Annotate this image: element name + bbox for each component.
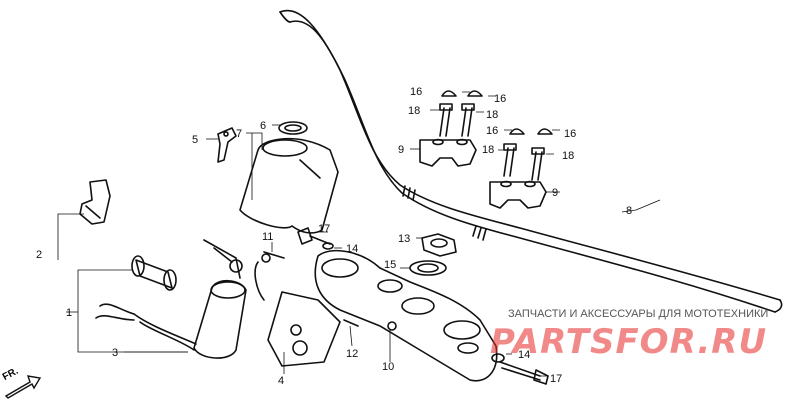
- callout-18b: 18: [486, 109, 498, 121]
- stem-washer: [409, 260, 447, 276]
- callout-3: 3: [112, 347, 118, 359]
- upper-holder-rear: [419, 138, 477, 167]
- ignition-switch: [95, 239, 247, 359]
- callout-1: 1: [66, 307, 72, 319]
- callout-15: 15: [384, 259, 396, 271]
- callout-18d: 18: [562, 150, 574, 162]
- leader-lines: [57, 91, 661, 377]
- stem-nut: [421, 233, 457, 257]
- callout-17a: 17: [318, 223, 330, 235]
- callout-14b: 14: [518, 349, 530, 361]
- callout-5: 5: [192, 134, 198, 146]
- top-bridge: [314, 249, 498, 382]
- callout-16d: 16: [564, 128, 576, 140]
- callout-12: 12: [346, 348, 358, 360]
- front-arrow-icon: [4, 375, 42, 399]
- pinch-bolts: [263, 227, 549, 385]
- callout-6: 6: [260, 120, 266, 132]
- watermark-logo: PARTSFOR.RU: [490, 322, 768, 362]
- handlebar: [279, 9, 783, 313]
- callout-13: 13: [398, 233, 410, 245]
- callout-16c: 16: [486, 125, 498, 137]
- holder-bolts: [439, 103, 545, 181]
- callout-11: 11: [262, 231, 273, 243]
- callout-16a: 16: [410, 86, 422, 98]
- callout-10: 10: [382, 361, 394, 373]
- switch-stay: [254, 253, 341, 367]
- callout-17b: 17: [550, 373, 562, 385]
- ignition-key: [217, 127, 237, 163]
- callout-16b: 16: [494, 93, 506, 105]
- watermark-tagline: ЗАПЧАСТИ И АКСЕССУАРЫ ДЛЯ МОТОТЕХНИКИ: [508, 308, 769, 320]
- callout-14a: 14: [346, 243, 358, 255]
- switch-cover: [239, 121, 339, 234]
- callout-18a: 18: [408, 105, 420, 117]
- callout-2: 2: [36, 249, 42, 261]
- callout-4: 4: [278, 375, 284, 387]
- callout-9b: 9: [552, 187, 558, 199]
- callout-8: 8: [626, 205, 632, 217]
- callout-9a: 9: [398, 144, 404, 156]
- lock-cylinder: [131, 255, 177, 291]
- upper-holder-front: [489, 180, 547, 209]
- callout-18c: 18: [482, 144, 494, 156]
- callout-7: 7: [236, 128, 242, 140]
- bolt-caps: [441, 90, 553, 135]
- switch-bracket: [79, 179, 111, 225]
